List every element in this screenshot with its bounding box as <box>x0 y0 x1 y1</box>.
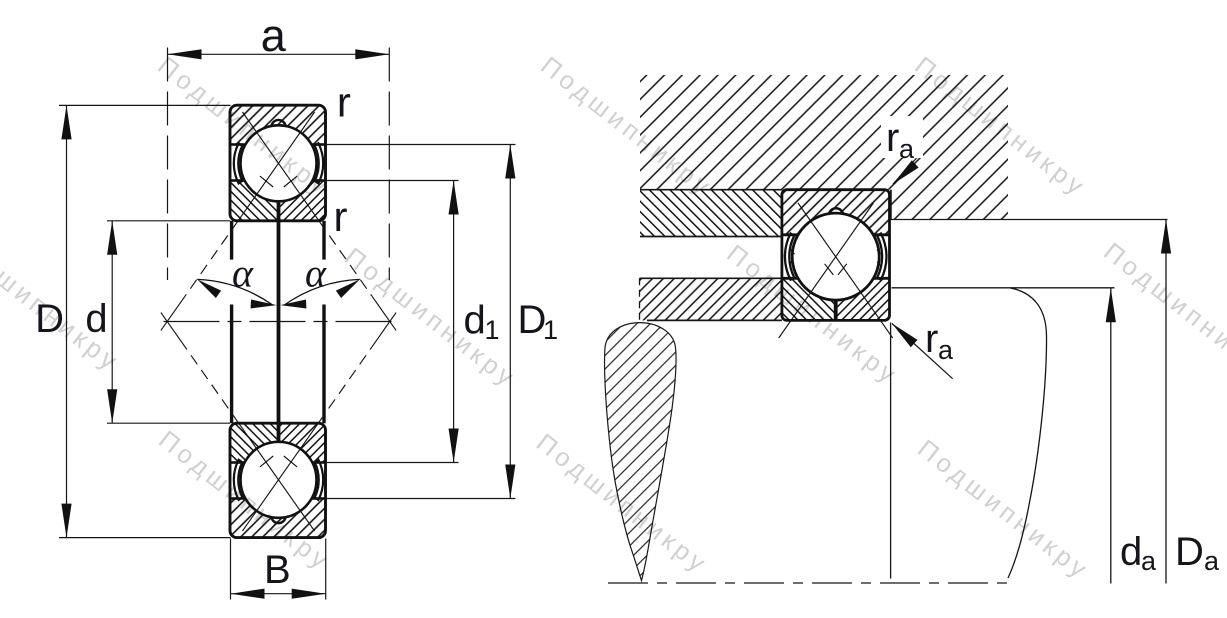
svg-text:1: 1 <box>485 315 500 345</box>
svg-text:a: a <box>261 10 287 61</box>
svg-text:a: a <box>938 335 954 365</box>
svg-text:d: d <box>1120 530 1142 574</box>
svg-text:d: d <box>85 297 107 341</box>
svg-text:α: α <box>232 251 254 296</box>
svg-text:α: α <box>305 251 327 296</box>
svg-text:D: D <box>518 298 547 342</box>
svg-text:r: r <box>337 78 351 125</box>
svg-text:B: B <box>264 548 291 592</box>
svg-text:a: a <box>899 134 915 164</box>
svg-text:a: a <box>1204 546 1220 576</box>
svg-text:1: 1 <box>543 315 558 345</box>
svg-text:a: a <box>1141 546 1157 576</box>
svg-text:d: d <box>464 299 486 343</box>
svg-text:r: r <box>886 116 899 160</box>
svg-text:D: D <box>35 297 64 341</box>
svg-text:r: r <box>334 193 348 240</box>
svg-text:D: D <box>1175 530 1204 574</box>
svg-text:r: r <box>925 317 938 361</box>
